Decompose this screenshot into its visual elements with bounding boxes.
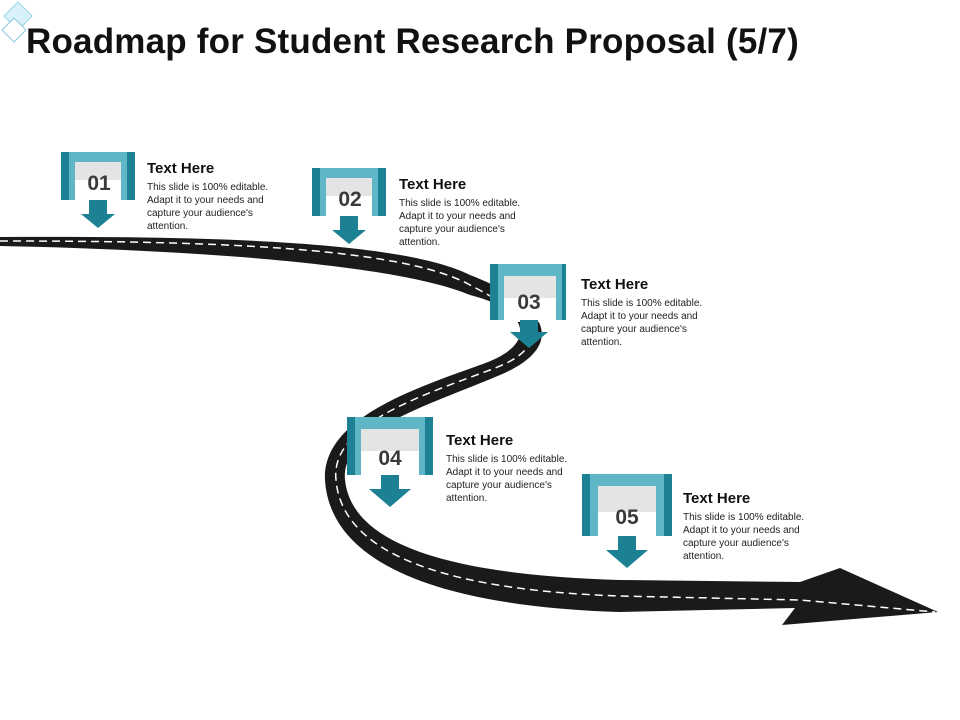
marker-frame-icon	[582, 474, 672, 568]
step-body: This slide is 100% editable. Adapt it to…	[683, 512, 805, 562]
marker-frame-icon	[490, 264, 566, 348]
step-body: This slide is 100% editable. Adapt it to…	[581, 298, 703, 348]
corner-diamond-icon	[1, 1, 33, 43]
road-center-line	[0, 240, 936, 613]
marker-frame-icon	[61, 152, 135, 228]
road-body	[0, 236, 938, 625]
step-number: 01	[87, 172, 111, 195]
step-marker-3: 03	[490, 264, 566, 348]
marker-frame-icon	[347, 417, 433, 507]
step-body: This slide is 100% editable. Adapt it to…	[147, 182, 269, 232]
step-text-4: Text Here This slide is 100% editable. A…	[446, 432, 586, 505]
step-heading: Text Here	[399, 176, 467, 193]
step-marker-2: 02	[312, 168, 388, 246]
step-heading: Text Here	[683, 490, 751, 507]
step-text-3: Text Here This slide is 100% editable. A…	[581, 276, 721, 349]
page-title: Roadmap for Student Research Proposal (5…	[26, 22, 799, 61]
step-text-2: Text Here This slide is 100% editable. A…	[399, 176, 539, 249]
step-number: 03	[517, 291, 541, 314]
step-text-1: Text Here This slide is 100% editable. A…	[147, 160, 287, 233]
step-marker-4: 04	[347, 417, 433, 507]
step-body: This slide is 100% editable. Adapt it to…	[446, 454, 568, 504]
step-number: 02	[338, 188, 362, 211]
step-body: This slide is 100% editable. Adapt it to…	[399, 198, 521, 248]
step-heading: Text Here	[446, 432, 514, 449]
step-marker-5: 05	[582, 474, 672, 568]
step-text-5: Text Here This slide is 100% editable. A…	[683, 490, 823, 563]
step-heading: Text Here	[147, 160, 215, 177]
step-marker-1: 01	[61, 152, 137, 230]
step-number: 05	[615, 506, 639, 529]
step-heading: Text Here	[581, 276, 649, 293]
marker-frame-icon	[312, 168, 386, 244]
step-number: 04	[378, 447, 402, 470]
